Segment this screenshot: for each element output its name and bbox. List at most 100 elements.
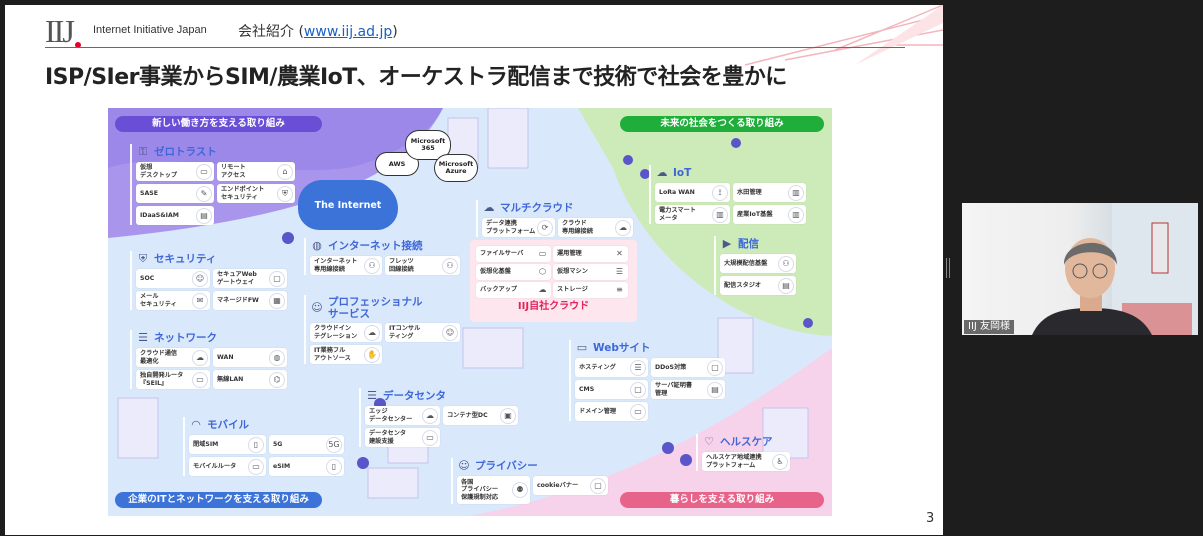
- service-card: DDoS対策▢: [651, 358, 725, 377]
- panel-resize-handle[interactable]: [946, 258, 950, 278]
- section-title: インターネット接続: [328, 240, 423, 252]
- person-icon: ☺: [311, 301, 323, 314]
- brand-name: Internet Initiative Japan: [93, 24, 207, 36]
- 5g-icon: 5G: [326, 436, 342, 453]
- service-label: ドメイン管理: [579, 407, 617, 415]
- service-label: WAN: [217, 353, 234, 361]
- section-web: ▭Webサイトホスティング☰DDoS対策▢CMS▢サーバ証明書 管理▤ドメイン管…: [569, 340, 725, 421]
- network-icon: ⚇: [442, 257, 458, 274]
- service-label: セキュアWeb ゲートウェイ: [217, 271, 257, 286]
- cloud-icon: ☁: [615, 219, 631, 236]
- section-heading: ⚿ゼロトラスト: [136, 144, 295, 160]
- section-heading: ☰ネットワーク: [136, 330, 287, 346]
- desktop-icon: ▭: [196, 163, 212, 180]
- service-card: ホスティング☰: [575, 358, 648, 377]
- banner-enterprise-it: 企業のITとネットワークを支える取り組み: [115, 492, 322, 508]
- antenna-icon: ⟟: [712, 184, 728, 201]
- rack-icon: ▭: [422, 429, 438, 446]
- cloud-icon: ☁: [483, 201, 495, 214]
- service-label: IDaaS&IAM: [140, 211, 179, 219]
- section-heading: ◠モバイル: [189, 417, 344, 433]
- people-icon: ⚉: [512, 482, 528, 498]
- service-label: フレッツ 回線接続: [389, 258, 414, 273]
- server-icon: ☰: [613, 265, 626, 279]
- service-card: モバイルルータ▭: [189, 457, 266, 476]
- tools-icon: ✕: [613, 247, 626, 261]
- service-label: SOC: [140, 274, 155, 282]
- grid-icon: ▦: [269, 292, 285, 309]
- service-label: リモート アクセス: [221, 164, 246, 179]
- service-label: ストレージ: [557, 286, 588, 294]
- service-label: データ連携 プラットフォーム: [486, 220, 536, 235]
- service-card: サーバ証明書 管理▤: [651, 380, 725, 399]
- service-grid: データ連携 プラットフォーム⟳クラウド 専用線接続☁: [482, 218, 633, 237]
- section-network: ☰ネットワーククラウド通信 最適化☁WAN◍独自開発ルータ 『SEIL』▭無線L…: [130, 330, 287, 389]
- service-card: 配信スタジオ▤: [720, 276, 796, 295]
- service-label: CMS: [579, 385, 595, 393]
- microsoft-365-cloud: Microsoft 365: [405, 130, 451, 160]
- database-icon: ≡: [613, 283, 626, 297]
- iij-cloud-grid: ファイルサーバ▭運用管理✕仮想化基盤⬡仮想マシン☰バックアップ☁ストレージ≡: [476, 246, 631, 298]
- service-card: SOC☺: [136, 269, 210, 288]
- film-icon: ▶: [722, 237, 732, 250]
- service-card: 仮想 デスクトップ▭: [136, 162, 214, 181]
- service-card: 無線LAN⌬: [213, 370, 287, 389]
- section-title: ヘルスケア: [720, 436, 773, 448]
- logo-dot: [75, 42, 81, 48]
- service-label: cookieバナー: [537, 481, 579, 489]
- cloud-icon: ☁: [192, 349, 208, 366]
- service-card: ITコンサル ティング☺: [385, 323, 460, 342]
- service-grid: エッジ データセンター☁コンテナ型DC▣データセンタ 建設支援▭: [365, 406, 518, 447]
- service-card: 電力スマート メータ▥: [655, 205, 730, 224]
- server-icon: ☰: [630, 359, 646, 376]
- wifi-router-icon: ⌬: [269, 371, 285, 388]
- window-icon: ▢: [707, 359, 723, 376]
- service-card: ヘルスケア地域連携 プラットフォーム♿: [702, 452, 790, 471]
- section-title: マルチクラウド: [500, 202, 574, 214]
- section-title: データセンタ: [383, 390, 446, 402]
- monitor-icon: ▭: [630, 403, 646, 420]
- section-title: プロフェッショナル サービス: [328, 296, 423, 320]
- home-icon: ⌂: [277, 163, 293, 180]
- participant-video[interactable]: IIJ 友岡様: [962, 203, 1198, 335]
- banner-daily-life: 暮らしを支える取り組み: [620, 492, 824, 508]
- section-heading: ☺プライバシー: [457, 458, 608, 474]
- window-icon: ▢: [590, 477, 606, 494]
- service-card: IDaaS&IAM▤: [136, 206, 214, 225]
- section-privacy: ☺プライバシー各国 プライバシー 保護規制対応 ⚉ cookieバナー ▢: [451, 458, 608, 504]
- pen-icon: ✎: [196, 185, 212, 202]
- section-heading: ⛨セキュリティ: [136, 251, 287, 267]
- service-label: クラウド通信 最適化: [140, 350, 178, 365]
- service-label: 運用管理: [557, 250, 582, 258]
- service-label: 5G: [273, 440, 283, 448]
- website-link[interactable]: www.iij.ad.jp: [303, 24, 393, 40]
- section-heading: ☰ データセンタ: [365, 388, 518, 404]
- cube-icon: ⬡: [536, 265, 549, 279]
- service-card: 水田管理▥: [733, 183, 806, 202]
- router-icon: ▭: [248, 458, 264, 475]
- service-card: IT業務フル アウトソース✋: [310, 345, 382, 364]
- microsoft-azure-cloud: Microsoft Azure: [434, 154, 478, 182]
- server-icon: ☰: [367, 389, 377, 402]
- service-card: 産業IoT基盤▥: [733, 205, 806, 224]
- service-label: 産業IoT基盤: [737, 210, 773, 218]
- window-icon: ▢: [269, 270, 285, 287]
- section-heading: ▶配信: [720, 236, 796, 252]
- section-heading: ☺ プロフェッショナル サービス: [310, 295, 460, 321]
- section-multicloud: ☁ マルチクラウドデータ連携 プラットフォーム⟳クラウド 専用線接続☁: [476, 200, 633, 237]
- cloud-icon: ☁: [656, 166, 668, 179]
- service-label: ヘルスケア地域連携 プラットフォーム: [706, 454, 762, 469]
- service-grid: 大規模配信基盤⚇配信スタジオ▤: [720, 254, 796, 295]
- service-label: LoRa WAN: [659, 188, 695, 196]
- service-label: eSIM: [273, 462, 291, 470]
- company-intro: 会社紹介 (www.iij.ad.jp): [238, 21, 398, 41]
- router-icon: ▭: [192, 371, 208, 388]
- handshake-icon: ✋: [364, 346, 380, 363]
- window-icon: ▢: [630, 381, 646, 398]
- section-title: モバイル: [207, 419, 249, 431]
- paren: ): [392, 24, 398, 40]
- service-label: 各国 プライバシー 保護規制対応: [461, 478, 499, 501]
- browser-icon: ▭: [576, 341, 588, 354]
- server-icon: ☰: [138, 331, 148, 344]
